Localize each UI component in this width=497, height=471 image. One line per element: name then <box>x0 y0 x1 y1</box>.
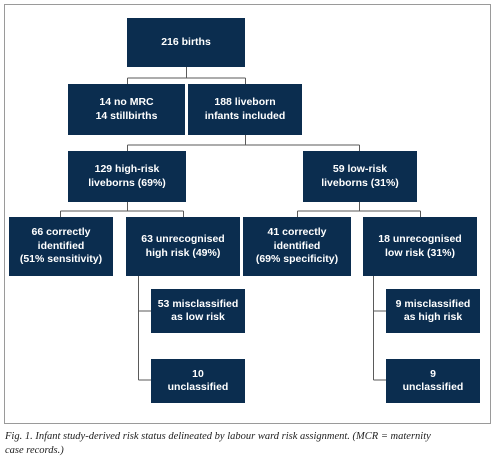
box-text-line: (51% sensitivity) <box>19 253 103 266</box>
box-text-line: liveborns (69%) <box>88 176 166 189</box>
box-text-line: 18 unrecognised <box>378 233 462 246</box>
box-text-line: unclassified <box>402 381 464 393</box>
box-text-line: infants included <box>204 109 286 122</box>
box-text-line: 66 correctly <box>31 226 91 239</box>
connector-low-unrecognised-branch <box>373 276 386 381</box>
figure-caption: Fig. 1. Infant study-derived risk status… <box>5 430 492 458</box>
box-text-line: as high risk <box>403 311 463 323</box>
box-text-line: as low risk <box>171 311 225 323</box>
caption-line: Fig. 1. Infant study-derived risk status… <box>5 431 431 442</box>
box-text-line: 14 no MRC <box>99 96 154 109</box>
box-text-line: high risk (49%) <box>145 246 221 259</box>
box-text-line: unclassified <box>167 381 229 393</box>
box-text-line: 63 unrecognised <box>141 233 225 246</box>
box-text-line: 9 misclassified <box>395 297 471 310</box>
total-births-box: 216 births <box>127 18 245 67</box>
connector-lowrisk-split <box>297 202 421 217</box>
connector-highrisk-split <box>60 202 184 217</box>
box-text-line: (69% specificity) <box>255 253 339 266</box>
box-text-line: identified <box>273 239 321 252</box>
box-text-line: 53 misclassified <box>157 297 239 310</box>
box-text-line: 188 liveborn <box>214 96 276 109</box>
box-text-line: 41 correctly <box>267 226 327 239</box>
connector-lines <box>60 67 421 381</box>
caption-line: case records.) <box>5 445 64 457</box>
box-text-line: 14 stillbirths <box>95 109 158 122</box>
box-text-line: identified <box>37 239 85 252</box>
connector-liveborn-split <box>127 135 360 151</box>
box-text-line: liveborns (31%) <box>321 176 399 189</box>
box-text-line: 10 <box>192 367 204 380</box>
box-text-line: 216 births <box>161 35 211 48</box>
box-text-line: 9 <box>430 367 436 380</box>
box-text-line: 129 high-risk <box>94 163 160 176</box>
box-text-line: 59 low-risk <box>332 163 388 176</box>
connector-births-split <box>127 67 246 84</box>
box-text-line: low risk (31%) <box>384 246 456 259</box>
connector-high-unrecognised-branch <box>138 276 151 381</box>
